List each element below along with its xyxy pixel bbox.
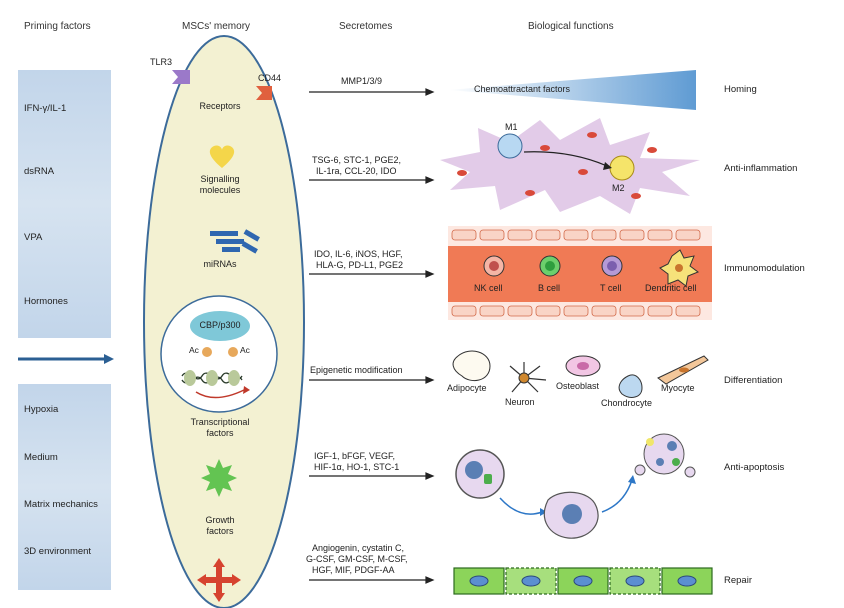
separator-arrow <box>18 354 114 364</box>
function-anti-apoptosis: Anti-apoptosis <box>724 462 785 473</box>
cbp-label: CBP/p300 <box>199 320 241 330</box>
m2-macrophage <box>609 155 635 181</box>
ac-label-right: Ac <box>240 345 250 355</box>
tlr3-label: TLR3 <box>150 57 173 67</box>
priming-hypoxia: Hypoxia <box>24 404 59 415</box>
m2-label: M2 <box>612 183 625 193</box>
neuron-label: Neuron <box>505 397 535 407</box>
priming-dsrna: dsRNA <box>24 166 55 177</box>
chondrocyte-cell <box>618 374 643 398</box>
receptors-label: Receptors <box>199 101 241 111</box>
t-label: T cell <box>600 283 622 293</box>
chondrocyte-label: Chondrocyte <box>601 398 653 408</box>
priming-matrix: Matrix mechanics <box>24 499 98 510</box>
m1-macrophage <box>497 133 523 159</box>
b-label: B cell <box>538 283 561 293</box>
growth-factor-icon <box>201 459 237 497</box>
repair-signal-icon <box>197 558 241 602</box>
adipocyte-label: Adipocyte <box>447 383 487 393</box>
priming-3d: 3D environment <box>24 546 92 557</box>
ac-label-left: Ac <box>189 345 199 355</box>
function-anti-inflammation: Anti-inflammation <box>724 163 798 174</box>
secretome-repair-3: HGF, MIF, PDGF-AA <box>312 565 395 575</box>
function-differentiation: Differentiation <box>724 375 783 386</box>
gf-label-1: Growth <box>205 515 235 525</box>
signalling-molecule-icon <box>209 145 235 168</box>
priming-band-bottom <box>18 384 111 590</box>
priming-hormones: Hormones <box>24 296 68 307</box>
tlr3-receptor-icon <box>172 70 190 84</box>
nk-label: NK cell <box>474 283 503 293</box>
adipocyte-cell <box>452 350 491 382</box>
mirnas-label: miRNAs <box>203 259 237 269</box>
osteoblast-label: Osteoblast <box>556 381 600 391</box>
chemo-label: Chemoattractant factors <box>474 84 571 94</box>
priming-ifn: IFN-γ/IL-1 <box>24 103 67 114</box>
dendritic-label: Dendritic cell <box>645 283 697 293</box>
function-immunomodulation: Immunomodulation <box>724 263 805 274</box>
cd44-label: CD44 <box>258 73 282 83</box>
cd44-receptor-icon <box>256 86 272 100</box>
secretome-apoptosis-2: HIF-1α, HO-1, STC-1 <box>314 462 400 472</box>
acetyl-group-right <box>228 347 238 357</box>
secretome-immuno-2: HLA-G, PD-L1, PGE2 <box>316 260 404 270</box>
secretome-differentiation: Epigenetic modification <box>310 365 403 375</box>
m1-label: M1 <box>505 122 518 132</box>
priming-medium: Medium <box>24 452 58 463</box>
header-functions: Biological functions <box>528 21 614 32</box>
secretome-repair-2: G-CSF, GM-CSF, M-CSF, <box>306 554 408 564</box>
mirna-icon <box>210 229 260 254</box>
function-homing: Homing <box>724 84 757 95</box>
header-secretomes: Secretomes <box>339 21 393 32</box>
secretome-homing: MMP1/3/9 <box>341 76 383 86</box>
header-priming: Priming factors <box>24 21 91 32</box>
secretome-repair-1: Angiogenin, cystatin C, <box>312 543 405 553</box>
chemoattractant-gradient <box>448 70 696 110</box>
priming-band-top <box>18 70 111 338</box>
signalling-label-1: Signalling <box>200 174 240 184</box>
tf-label-2: factors <box>206 428 234 438</box>
secretome-immuno-1: IDO, IL-6, iNOS, HGF, <box>314 249 403 259</box>
priming-vpa: VPA <box>24 232 43 243</box>
secretome-inflammation-2: IL-1ra, CCL-20, IDO <box>316 166 397 176</box>
function-repair: Repair <box>724 575 752 586</box>
secretome-apoptosis-1: IGF-1, bFGF, VEGF, <box>314 451 396 461</box>
secretome-inflammation-1: TSG-6, STC-1, PGE2, <box>312 155 402 165</box>
myocyte-label: Myocyte <box>661 383 695 393</box>
cbp-p300-complex <box>190 311 250 341</box>
gf-label-2: factors <box>206 526 234 536</box>
inflammation-burst <box>440 118 700 214</box>
acetyl-group-left <box>202 347 212 357</box>
tf-label-1: Transcriptional <box>190 417 250 427</box>
header-memory: MSCs' memory <box>182 21 251 32</box>
signalling-label-2: molecules <box>199 185 241 195</box>
